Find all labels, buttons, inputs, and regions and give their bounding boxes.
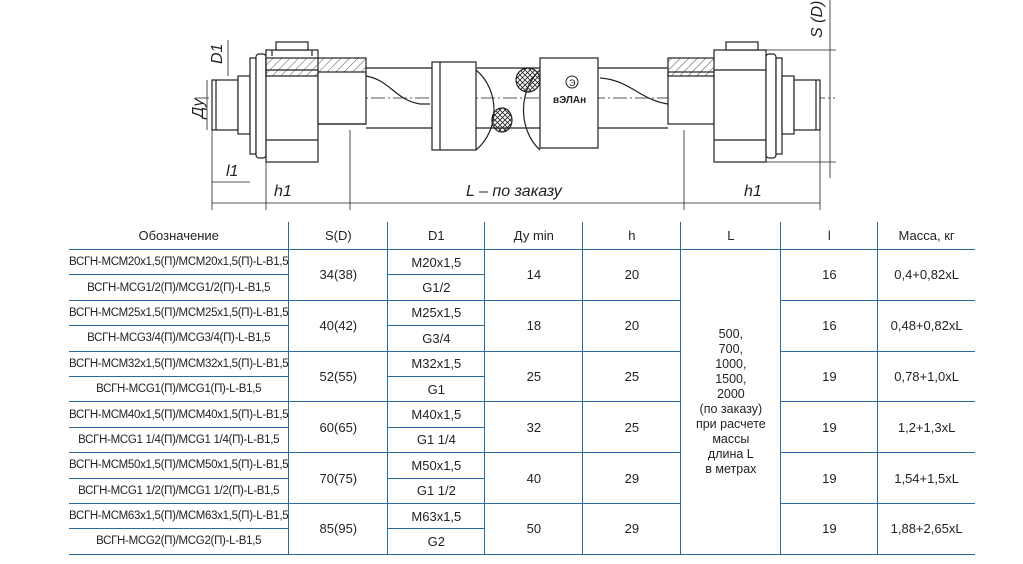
table-row: ВСГН-МСМ25х1,5(П)/МСМ25х1,5(П)-L-B1,5 40… <box>69 300 975 352</box>
s-d-cell: 70(75) <box>288 452 388 504</box>
dim-l1: l1 <box>226 163 238 180</box>
d1-cell: M40x1,5 <box>387 401 485 428</box>
table-row: ВСГН-МСG1(П)/МСG1(П)-L-B1,5 G1 <box>69 376 975 403</box>
d1-cell: G1 1/2 <box>387 478 485 504</box>
du-cell: 40 <box>484 452 583 504</box>
hose-assembly-drawing: Э <box>190 0 836 210</box>
designation-cell: ВСГН-МСG1 1/2(П)/МСG1 1/2(П)-L-B1,5 <box>69 478 289 504</box>
table-row: ВСГН-МСG1/2(П)/МСG1/2(П)-L-B1,5 G1/2 <box>69 274 975 301</box>
svg-text:Э: Э <box>569 78 576 88</box>
table-row: ВСГН-МСG3/4(П)/МСG3/4(П)-L-B1,5 G3/4 <box>69 325 975 352</box>
l-note-line: 2000 <box>716 386 745 401</box>
table-row: ВСГН-МСG1 1/2(П)/МСG1 1/2(П)-L-B1,5 G1 1… <box>69 478 975 504</box>
mass-cell: 1,2+1,3xL <box>877 401 975 454</box>
l-note-line: при расчете <box>695 416 766 431</box>
header-designation: Обозначение <box>69 222 289 250</box>
h-cell: 25 <box>582 401 681 454</box>
l-note-line: 1000, <box>715 356 747 371</box>
l-note-cell: 500, 700, 1000, 1500, 2000 (по заказу) п… <box>680 249 781 555</box>
header-s-d: S(D) <box>288 222 388 250</box>
l-small-cell: 19 <box>780 351 878 403</box>
dim-du: Ду <box>190 98 207 120</box>
table-row: ВСГН-МСМ63х1,5(П)/МСМ63х1,5(П)-L-B1,5 85… <box>69 503 975 555</box>
designation-cell: ВСГН-МСG1/2(П)/МСG1/2(П)-L-B1,5 <box>69 274 289 301</box>
h-cell: 20 <box>582 249 681 301</box>
dim-s-d: S (D) <box>809 1 826 38</box>
d1-cell: G1/2 <box>387 274 485 301</box>
s-d-cell: 34(38) <box>288 249 388 301</box>
designation-cell: ВСГН-МСG1(П)/МСG1(П)-L-B1,5 <box>69 376 289 403</box>
table-header-row: Обозначение S(D) D1 Ду min h L l Масса, … <box>69 222 975 250</box>
du-cell: 18 <box>484 300 583 352</box>
mass-cell: 0,4+0,82xL <box>877 249 975 301</box>
d1-cell: M63x1,5 <box>387 503 485 530</box>
d1-cell: G1 <box>387 376 485 403</box>
designation-cell: ВСГН-МСG1 1/4(П)/МСG1 1/4(П)-L-B1,5 <box>69 427 289 454</box>
logo-label: вЭЛАн <box>553 95 586 106</box>
h-cell: 20 <box>582 300 681 352</box>
designation-cell: ВСГН-МСМ20х1,5(П)/МСМ20х1,5(П)-L-B1,5 <box>69 249 289 276</box>
designation-cell: ВСГН-МСG2(П)/МСG2(П)-L-B1,5 <box>69 528 289 555</box>
l-small-cell: 19 <box>780 503 878 555</box>
header-l-small: l <box>780 222 878 250</box>
header-d1: D1 <box>387 222 485 250</box>
mass-cell: 0,48+0,82xL <box>877 300 975 352</box>
du-cell: 25 <box>484 351 583 403</box>
l-note-line: 500, <box>718 326 744 341</box>
table-row: ВСГН-МСМ20х1,5(П)/МСМ20х1,5(П)-L-B1,5 34… <box>69 249 975 555</box>
table-row: ВСГН-МСG1 1/4(П)/МСG1 1/4(П)-L-B1,5 G1 1… <box>69 427 975 454</box>
du-cell: 32 <box>484 401 583 454</box>
l-note-line: в метрах <box>705 461 757 476</box>
h-cell: 29 <box>582 452 681 504</box>
table-row: ВСГН-МСG2(П)/МСG2(П)-L-B1,5 G2 <box>69 528 975 555</box>
l-small-cell: 16 <box>780 249 878 301</box>
mass-cell: 0,78+1,0xL <box>877 351 975 403</box>
mass-cell: 1,54+1,5xL <box>877 452 975 504</box>
designation-cell: ВСГН-МСМ63х1,5(П)/МСМ63х1,5(П)-L-B1,5 <box>69 503 289 530</box>
header-h: h <box>582 222 681 250</box>
d1-cell: G3/4 <box>387 325 485 352</box>
l-note-line: массы <box>712 431 750 446</box>
d1-cell: M50x1,5 <box>387 452 485 479</box>
header-mass: Масса, кг <box>877 222 975 250</box>
l-note-line: 700, <box>718 341 744 356</box>
table-row: ВСГН-МСМ32х1,5(П)/МСМ32х1,5(П)-L-B1,5 52… <box>69 351 975 403</box>
designation-cell: ВСГН-МСМ50х1,5(П)/МСМ50х1,5(П)-L-B1,5 <box>69 452 289 479</box>
table-row: ВСГН-МСМ50х1,5(П)/МСМ50х1,5(П)-L-B1,5 70… <box>69 452 975 504</box>
designation-cell: ВСГН-МСМ40х1,5(П)/МСМ40х1,5(П)-L-B1,5 <box>69 401 289 428</box>
d1-cell: G2 <box>387 528 485 555</box>
mass-cell: 1,88+2,65xL <box>877 503 975 555</box>
dim-h1-right: h1 <box>744 183 762 200</box>
l-note-line: длина L <box>707 446 754 461</box>
l-note-line: 1500, <box>715 371 747 386</box>
h-cell: 25 <box>582 351 681 403</box>
header-du-min: Ду min <box>484 222 583 250</box>
s-d-cell: 85(95) <box>288 503 388 555</box>
d1-cell: G1 1/4 <box>387 427 485 454</box>
header-l: L <box>680 222 781 250</box>
designation-cell: ВСГН-МСG3/4(П)/МСG3/4(П)-L-B1,5 <box>69 325 289 352</box>
s-d-cell: 60(65) <box>288 401 388 454</box>
h-cell: 29 <box>582 503 681 555</box>
designation-cell: ВСГН-МСМ25х1,5(П)/МСМ25х1,5(П)-L-B1,5 <box>69 300 289 327</box>
s-d-cell: 52(55) <box>288 351 388 403</box>
s-d-cell: 40(42) <box>288 300 388 352</box>
specification-table: Обозначение S(D) D1 Ду min h L l Масса, … <box>69 222 975 555</box>
l-small-cell: 19 <box>780 452 878 504</box>
d1-cell: M25x1,5 <box>387 300 485 327</box>
l-small-cell: 19 <box>780 401 878 454</box>
l-small-cell: 16 <box>780 300 878 352</box>
table-row: ВСГН-МСМ40х1,5(П)/МСМ40х1,5(П)-L-B1,5 60… <box>69 401 975 454</box>
dim-d1: D1 <box>209 44 226 64</box>
d1-cell: M32x1,5 <box>387 351 485 377</box>
du-cell: 14 <box>484 249 583 301</box>
du-cell: 50 <box>484 503 583 555</box>
d1-cell: M20x1,5 <box>387 249 485 276</box>
designation-cell: ВСГН-МСМ32х1,5(П)/МСМ32х1,5(П)-L-B1,5 <box>69 351 289 377</box>
dim-l-order: L – по заказу <box>466 183 563 200</box>
l-note-line: (по заказу) <box>699 401 763 416</box>
dim-h1-left: h1 <box>274 183 292 200</box>
